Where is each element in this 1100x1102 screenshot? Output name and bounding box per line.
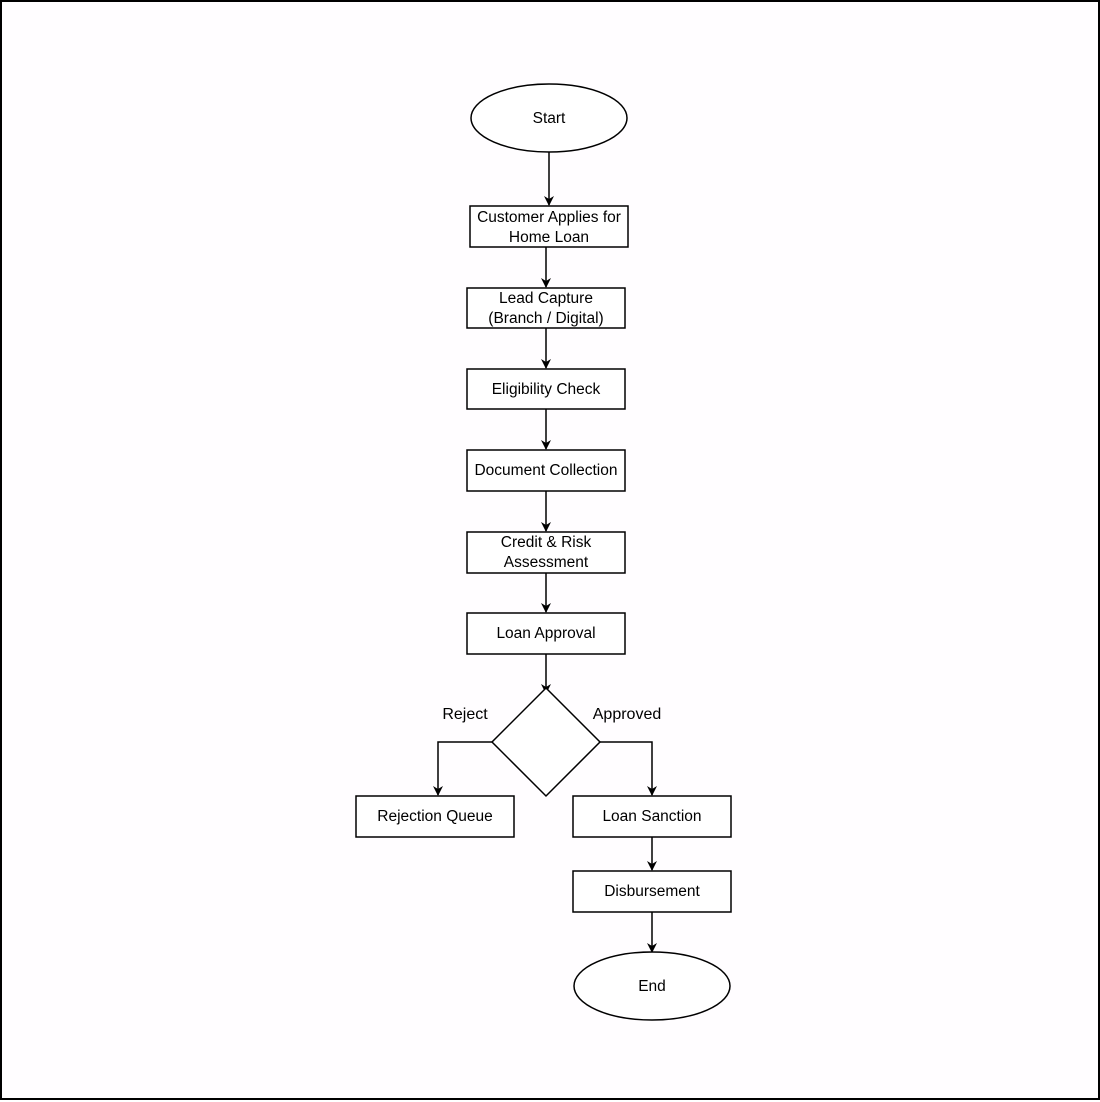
approval-label: Loan Approval	[496, 625, 595, 642]
node-documents: Document Collection	[466, 449, 626, 492]
start-label: Start	[533, 110, 566, 127]
edge-decision-to-rejection	[433, 741, 492, 796]
rejection-box	[355, 795, 515, 838]
node-credit: Credit & Risk Assessment	[466, 531, 626, 574]
credit-label-line2: Assessment	[504, 554, 589, 571]
end-ellipse	[573, 951, 731, 1021]
node-end: End	[573, 951, 731, 1021]
sanction-label: Loan Sanction	[602, 808, 701, 825]
apply-label-line1: Customer Applies for	[477, 209, 621, 226]
node-decision	[490, 686, 602, 798]
documents-box	[466, 449, 626, 492]
lead-label-line1: Lead Capture	[499, 290, 593, 307]
credit-box	[466, 531, 626, 574]
node-start: Start	[470, 83, 628, 153]
credit-label-line1: Credit & Risk	[501, 534, 592, 551]
sanction-box	[572, 795, 732, 838]
lead-box	[466, 287, 626, 329]
end-label: End	[638, 978, 666, 995]
reject-edge-label: Reject	[442, 706, 488, 723]
apply-label-line2: Home Loan	[509, 229, 589, 246]
node-apply: Customer Applies for Home Loan	[469, 205, 629, 248]
disbursement-box	[572, 870, 732, 913]
apply-box	[469, 205, 629, 248]
node-rejection: Rejection Queue	[355, 795, 515, 838]
node-eligibility: Eligibility Check	[466, 368, 626, 410]
approval-box	[466, 612, 626, 655]
eligibility-label: Eligibility Check	[492, 381, 601, 398]
lead-label-line2: (Branch / Digital)	[488, 310, 603, 327]
documents-label: Document Collection	[474, 462, 617, 479]
edge-decision-to-sanction	[600, 741, 657, 796]
start-ellipse	[470, 83, 628, 153]
rejection-label: Rejection Queue	[377, 808, 492, 825]
eligibility-box	[466, 368, 626, 410]
decision-diamond	[490, 686, 602, 798]
disbursement-label: Disbursement	[604, 883, 700, 900]
approved-edge-label: Approved	[593, 706, 662, 723]
node-lead: Lead Capture (Branch / Digital)	[466, 287, 626, 329]
node-approval: Loan Approval	[466, 612, 626, 655]
node-disbursement: Disbursement	[572, 870, 732, 913]
node-sanction: Loan Sanction	[572, 795, 732, 838]
edges	[433, 152, 657, 953]
